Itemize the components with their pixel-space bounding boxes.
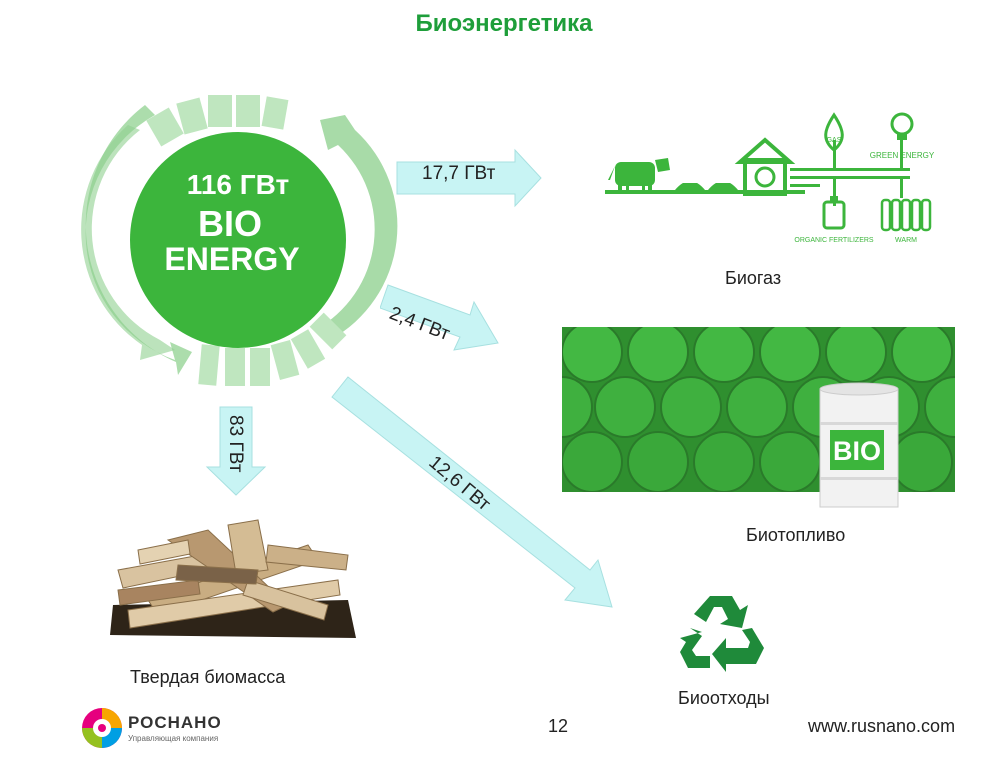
- warm-label: WARM: [895, 237, 917, 244]
- flow-arrow-biowaste: [331, 376, 613, 608]
- page-title: Биоэнергетика: [415, 10, 593, 37]
- page-number: 12: [548, 716, 569, 736]
- fertilizers-label: ORGANIC FERTILIZERS: [794, 237, 874, 244]
- logo-icon: [82, 708, 122, 748]
- caption-biowaste: Биоотходы: [678, 688, 770, 708]
- brand-name: РОСНАНО: [128, 713, 222, 732]
- green-energy-label: GREEN ENERGY: [870, 151, 935, 160]
- biogas-process-illustration: GAS GREEN ENERGY ORGANIC FERTILIZERS WAR…: [605, 112, 935, 244]
- flow-arrow-biofuel: [380, 284, 499, 351]
- flow-value-biomass: 83 ГВт: [225, 415, 246, 473]
- gas-label: GAS: [827, 137, 842, 144]
- barrel-label: BIO: [833, 436, 881, 466]
- flow-value-biogas: 17,7 ГВт: [422, 163, 496, 184]
- radiator-icon: [880, 198, 932, 232]
- brand-subtitle: Управляющая компания: [128, 734, 219, 743]
- light-bulb-icon: GREEN ENERGY: [870, 112, 935, 160]
- recycle-icon: [680, 596, 764, 672]
- bio-barrel: BIO: [819, 382, 899, 508]
- cow-icon: [608, 158, 670, 192]
- bio-energy-emblem: 116 ГВт BIO ENERGY: [81, 95, 398, 386]
- center-line2: ENERGY: [164, 241, 299, 277]
- caption-biofuel: Биотопливо: [746, 525, 846, 545]
- fertilizer-canister-icon: ORGANIC FERTILIZERS: [794, 196, 874, 244]
- firewood-image: [110, 519, 356, 638]
- caption-biogas: Биогаз: [725, 268, 782, 288]
- center-value: 116 ГВт: [187, 169, 289, 200]
- house-recycle-icon: [734, 137, 796, 196]
- gas-flame-icon: GAS: [824, 112, 844, 152]
- flow-arrow-biomass: [205, 406, 267, 496]
- biofuel-barrels-image: BIO: [562, 327, 955, 515]
- flow-arrow-biogas: [396, 148, 542, 208]
- center-line1: BIO: [198, 203, 262, 244]
- footer-url[interactable]: www.rusnano.com: [808, 716, 956, 736]
- caption-biomass: Твердая биомасса: [130, 667, 286, 687]
